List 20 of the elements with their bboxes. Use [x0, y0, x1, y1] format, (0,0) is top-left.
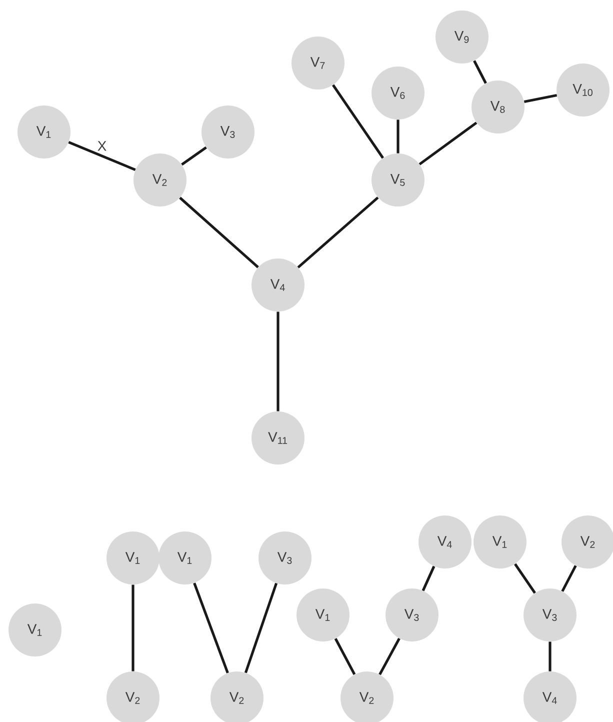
edge-line: [473, 60, 487, 84]
edge-line: [378, 638, 400, 676]
edge-line: [276, 312, 280, 412]
edge-line: [179, 196, 259, 268]
edge-line: [396, 120, 400, 154]
edge-label: X: [98, 141, 106, 151]
edge-line: [244, 582, 278, 674]
edge-line: [181, 146, 207, 166]
edge-line: [297, 196, 379, 268]
edge-line: [422, 566, 436, 592]
edge-line: [132, 584, 134, 672]
edge-line: [332, 84, 384, 159]
edge-line: [524, 94, 558, 104]
edge-line: [193, 582, 229, 674]
edge-line: [514, 563, 536, 594]
edge-line: [418, 122, 478, 166]
edge-line: [68, 141, 136, 171]
edge-line: [561, 565, 577, 592]
edge-line: [548, 642, 552, 672]
edge-line: [334, 638, 356, 676]
